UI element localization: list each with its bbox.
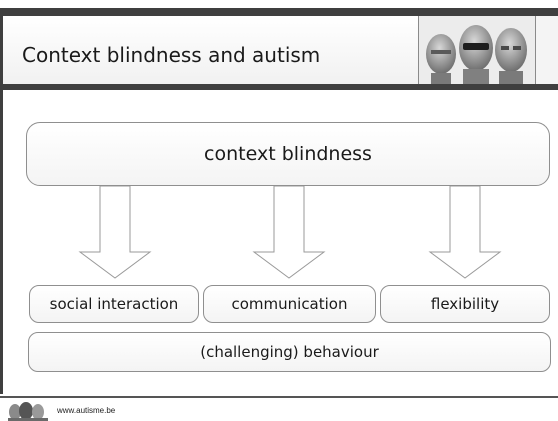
down-arrow-communication [252, 186, 326, 279]
corner-tile [536, 16, 558, 84]
title-rule [3, 84, 558, 90]
head-left [426, 34, 456, 84]
arrows-layer [78, 186, 502, 279]
down-arrow-flexibility [428, 186, 502, 279]
slide-title: Context blindness and autism [22, 43, 321, 67]
three-heads-image [418, 16, 536, 84]
down-arrow-social [78, 186, 152, 279]
communication-box: communication [203, 285, 376, 323]
head-right [495, 28, 527, 84]
social-interaction-box: social interaction [29, 285, 199, 323]
footer-url: www.autisme.be [57, 406, 116, 415]
top-rule [0, 8, 558, 16]
head-center [459, 25, 493, 84]
challenging-behaviour-box: (challenging) behaviour [28, 332, 551, 372]
footer-rule [0, 396, 558, 398]
autisme-logo-mark [8, 402, 48, 421]
left-rule [0, 14, 3, 394]
autisme-logo [6, 401, 52, 421]
heads-illustration [426, 25, 527, 84]
flexibility-box: flexibility [380, 285, 550, 323]
context-blindness-box: context blindness [26, 122, 550, 186]
